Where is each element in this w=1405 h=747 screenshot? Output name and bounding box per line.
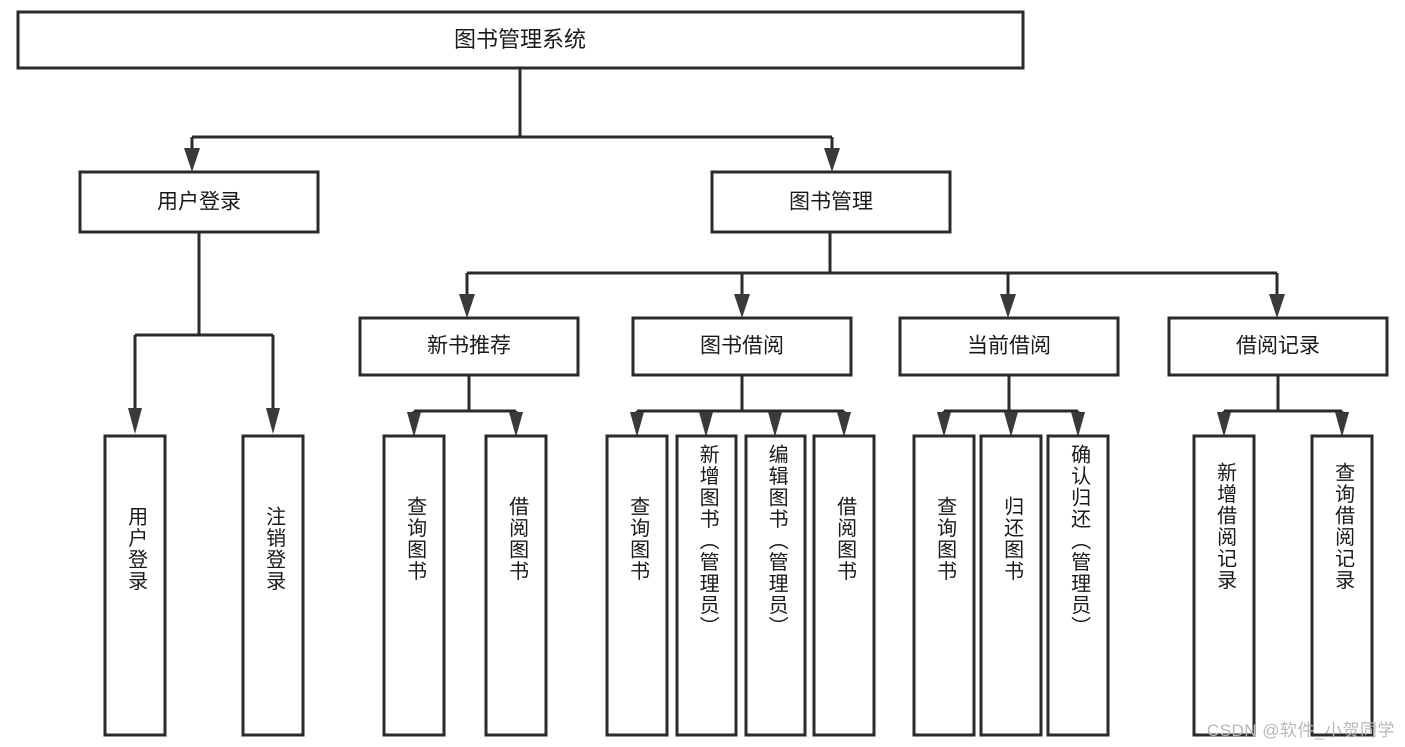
arrowhead-borrow-add (699, 412, 713, 437)
leaf-book-borrow-2[interactable] (744, 434, 807, 737)
label-layer: 图书管理系统 用户登录 图书管理 新书推荐 图书借阅 当前借阅 借阅记录 (157, 27, 1320, 358)
leaf-current-borrow-1[interactable] (979, 434, 1043, 737)
leaf-book-borrow-1[interactable] (675, 434, 738, 737)
node-user-login-label: 用户登录 (157, 191, 241, 214)
watermark-text: CSDN @软件_小贺同学 (1206, 721, 1395, 740)
node-root-label: 图书管理系统 (454, 27, 586, 52)
arrowhead-leaf-logout (266, 408, 280, 434)
node-root[interactable] (16, 10, 1025, 70)
leaf-new-book-0[interactable] (382, 434, 446, 737)
node-new-book-recommend-label: 新书推荐 (427, 335, 511, 358)
arrowhead-newbook-borrow (509, 412, 523, 437)
arrowhead-book-mgmt (824, 148, 840, 172)
leaf-book-borrow-3[interactable] (812, 434, 876, 737)
leaf-book-borrow-0[interactable] (605, 434, 669, 737)
node-book-management[interactable] (710, 170, 952, 234)
arrowhead-current-return (1004, 412, 1018, 437)
arrowhead-newbook-query (407, 412, 421, 437)
node-borrow-records[interactable] (1167, 316, 1389, 377)
node-book-management-label: 图书管理 (789, 191, 873, 214)
node-book-borrow-label: 图书借阅 (700, 335, 784, 358)
arrowhead-current-query (937, 412, 951, 437)
leaf-current-borrow-0[interactable] (912, 434, 976, 737)
arrowhead-borrow (734, 294, 750, 318)
arrowhead-newbook (459, 294, 475, 318)
node-current-borrow[interactable] (898, 316, 1120, 377)
arrowhead-current-confirm (1071, 412, 1085, 437)
node-current-borrow-label: 当前借阅 (967, 335, 1051, 358)
node-layer (16, 10, 1389, 737)
arrowhead-borrow-query (630, 412, 644, 437)
leaf-user-login-0[interactable] (103, 434, 167, 737)
node-new-book-recommend[interactable] (358, 316, 580, 377)
leaf-borrow-records-1[interactable] (1310, 434, 1374, 737)
leaf-new-book-1[interactable] (484, 434, 548, 737)
connector-layer (128, 68, 1349, 437)
leaf-current-borrow-2[interactable] (1046, 434, 1110, 737)
arrowhead-user-login (184, 148, 200, 172)
leaf-user-login-1[interactable] (241, 434, 305, 737)
leaf-borrow-records-0[interactable] (1192, 434, 1256, 737)
arrowhead-current (1000, 294, 1016, 318)
arrowhead-borrow-lend (837, 412, 851, 437)
node-user-login[interactable] (78, 170, 320, 234)
arrowhead-records-query (1335, 412, 1349, 437)
arrowhead-leaf-user-login (128, 408, 142, 434)
node-book-borrow[interactable] (631, 316, 853, 377)
arrowhead-borrow-edit (768, 412, 782, 437)
node-borrow-records-label: 借阅记录 (1236, 335, 1320, 358)
arrowhead-records (1269, 294, 1285, 318)
arrowhead-records-add (1217, 412, 1231, 437)
